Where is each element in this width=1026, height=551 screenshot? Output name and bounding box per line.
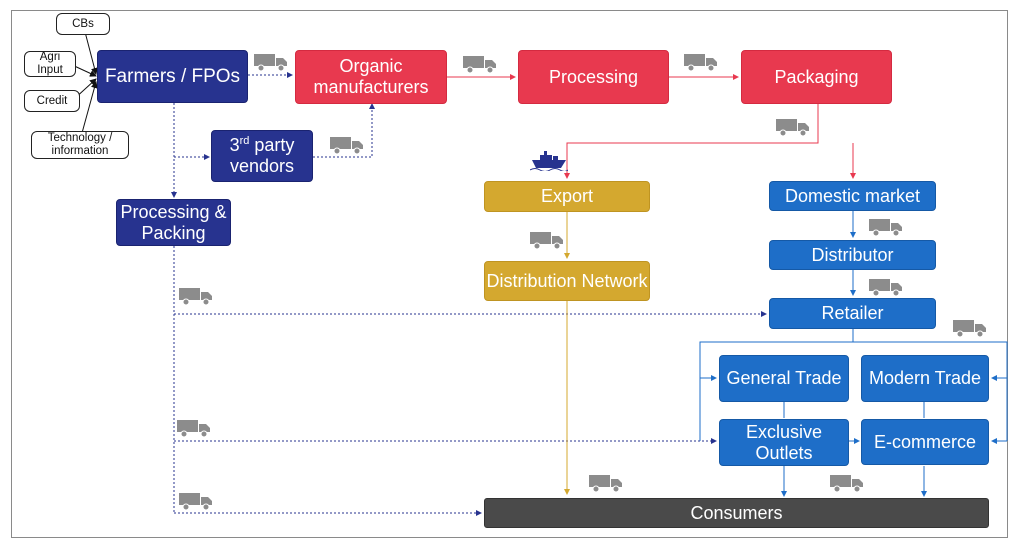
node-export: Export	[484, 181, 650, 212]
input-agri: Agri Input	[24, 51, 76, 77]
truck-icon	[869, 219, 902, 237]
truck-icon	[330, 137, 363, 155]
node-distribution-network: Distribution Network	[484, 261, 650, 301]
truck-icon	[869, 279, 902, 297]
node-farmers: Farmers / FPOs	[97, 50, 248, 103]
truck-icon	[776, 119, 809, 137]
node-ecommerce: E-commerce	[861, 419, 989, 465]
node-organic-manufacturers: Organic manufacturers	[295, 50, 447, 104]
truck-icon	[953, 320, 986, 338]
diagram-frame	[11, 10, 1008, 538]
third-party-label: party vendors	[229, 135, 295, 176]
node-processing: Processing	[518, 50, 669, 104]
node-third-party-vendors: 3rd party vendors	[211, 130, 313, 182]
node-distributor: Distributor	[769, 240, 936, 270]
truck-icon	[684, 54, 717, 72]
node-consumers: Consumers	[484, 498, 989, 528]
node-retailer: Retailer	[769, 298, 936, 329]
node-exclusive-outlets: Exclusive Outlets	[719, 419, 849, 466]
node-packaging: Packaging	[741, 50, 892, 104]
node-modern-trade: Modern Trade	[861, 355, 989, 402]
third-party-suffix: rd	[239, 135, 250, 148]
truck-icon	[254, 54, 287, 72]
input-connectors	[69, 27, 98, 134]
node-general-trade: General Trade	[719, 355, 849, 402]
input-credit: Credit	[24, 90, 80, 112]
truck-icon	[589, 475, 622, 493]
truck-icon	[177, 420, 210, 438]
truck-icon	[179, 288, 212, 306]
truck-icon	[830, 475, 863, 493]
red-flows	[447, 74, 856, 179]
farmer-dotted-flows	[171, 72, 767, 516]
node-domestic-market: Domestic market	[769, 181, 936, 211]
third-party-number: 3	[229, 135, 240, 156]
blue-flows	[699, 211, 1008, 497]
input-technology: Technology / information	[31, 131, 129, 159]
input-cbs: CBs	[56, 13, 110, 35]
node-processing-packing: Processing & Packing	[116, 199, 231, 246]
truck-icon	[530, 232, 563, 250]
truck-icon	[463, 56, 496, 74]
ship-icon	[530, 151, 568, 171]
truck-icon	[179, 493, 212, 511]
